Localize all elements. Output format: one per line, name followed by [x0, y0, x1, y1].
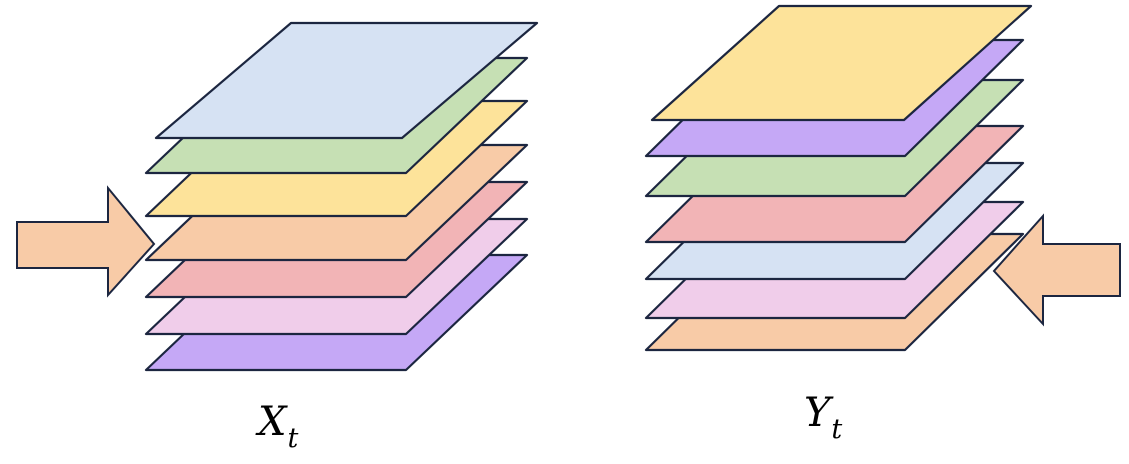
right-stack-label-subscript: t	[831, 414, 843, 445]
left-stack-label: Xt	[258, 399, 298, 452]
right-layer-stack	[644, 4, 1033, 352]
left-stack-blue-layer	[154, 21, 539, 140]
left-stack-label-base: X	[258, 399, 287, 445]
left-stack-label-subscript: t	[287, 423, 299, 454]
left-layer-stack	[16, 21, 539, 372]
input-arrow-right-icon	[16, 185, 156, 298]
input-arrow-left-icon	[992, 213, 1121, 327]
right-stack-label-base: Y	[804, 390, 831, 436]
right-stack-yellow-layer	[650, 4, 1033, 122]
right-stack-label: Yt	[804, 390, 842, 443]
